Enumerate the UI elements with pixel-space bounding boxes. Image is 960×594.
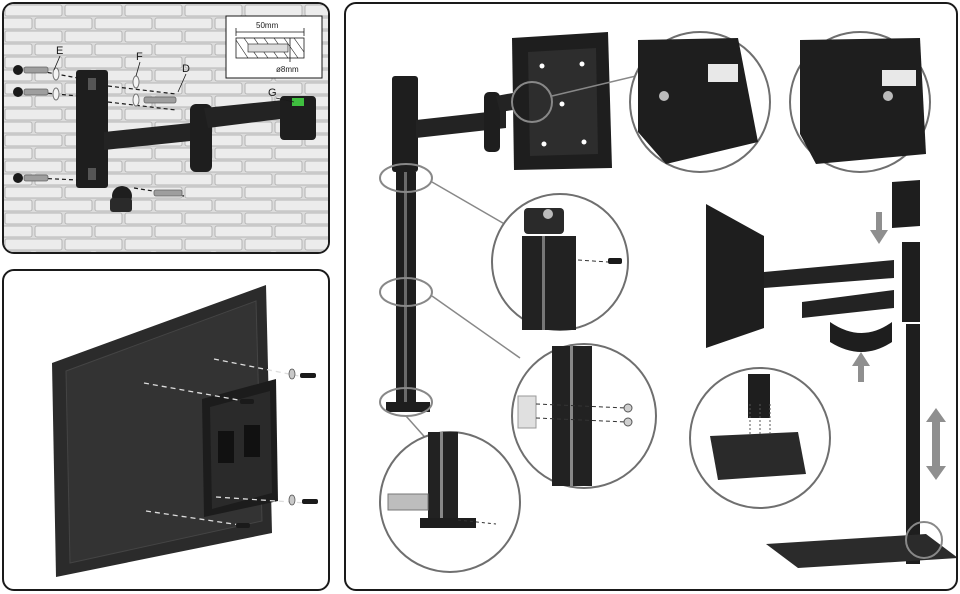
callout-ring-plate [511,81,553,123]
pole-clamp [386,402,430,412]
anchor-icon [23,174,49,182]
anchor-icon [23,88,49,96]
washer-icon [132,75,140,89]
upper-pole [392,76,418,172]
lower-arm [104,122,200,150]
screw-icon [236,523,250,528]
bubble-level-icon [292,98,304,106]
tilt-head [280,96,316,140]
washer-icon [623,417,633,427]
stand-assembly-panel [344,2,958,591]
washer-icon [623,403,633,413]
detail-pole-joiner [511,343,657,489]
anchor-icon [23,66,49,74]
stand-lower-arm [416,110,506,138]
label-e: E [56,45,63,57]
washer-icon [288,368,296,380]
base-plate [766,534,956,568]
wall-plate [76,70,108,188]
second-vesa-plate [706,204,764,348]
cable-clip [830,322,892,352]
anchor-icon [153,189,183,197]
upper-arm [204,98,304,128]
washer-icon [132,93,140,107]
detail-plate-bolt [629,31,771,173]
arm-pivot [190,104,212,172]
label-g: G [268,87,277,99]
detail-plate-fitted [789,31,931,173]
screw-icon [608,258,622,264]
detail-clamp [379,431,521,573]
drill-depth-label: 50mm [256,21,279,30]
wall-mount-panel: E F D G 50mm ø8mm [2,2,330,254]
screw-icon [300,373,316,378]
label-f: F [136,51,143,63]
screw-icon [302,499,318,504]
second-main-pole [906,324,920,564]
second-upper-pole [902,242,920,322]
washer-icon [52,67,60,81]
callout-ring-mid [379,277,433,307]
drill-diameter-label: ø8mm [276,65,299,74]
screw-icon [13,87,23,97]
height-adjust-icon [926,408,946,480]
drill-spec-inset: 50mm ø8mm [225,15,323,79]
top-cap [892,180,920,228]
anchor-icon [143,96,177,104]
wall-mount-illustration: E F D G 50mm ø8mm [4,4,328,252]
label-d: D [182,63,190,75]
washer-icon [659,91,669,101]
arrow-up-icon [852,352,870,382]
callout-ring-top [379,163,433,193]
washer-icon [288,494,296,506]
tv-attach-illustration [52,285,318,577]
arrow-down-icon [870,212,888,244]
detail-top-screw [491,193,629,331]
screw-icon [240,399,254,404]
washer-icon [52,87,60,101]
stand-assembly-illustration [379,31,956,573]
detail-base-shelf [689,367,831,509]
screw-icon [13,173,23,183]
screw-icon [13,65,23,75]
tv-attach-panel [2,269,330,591]
